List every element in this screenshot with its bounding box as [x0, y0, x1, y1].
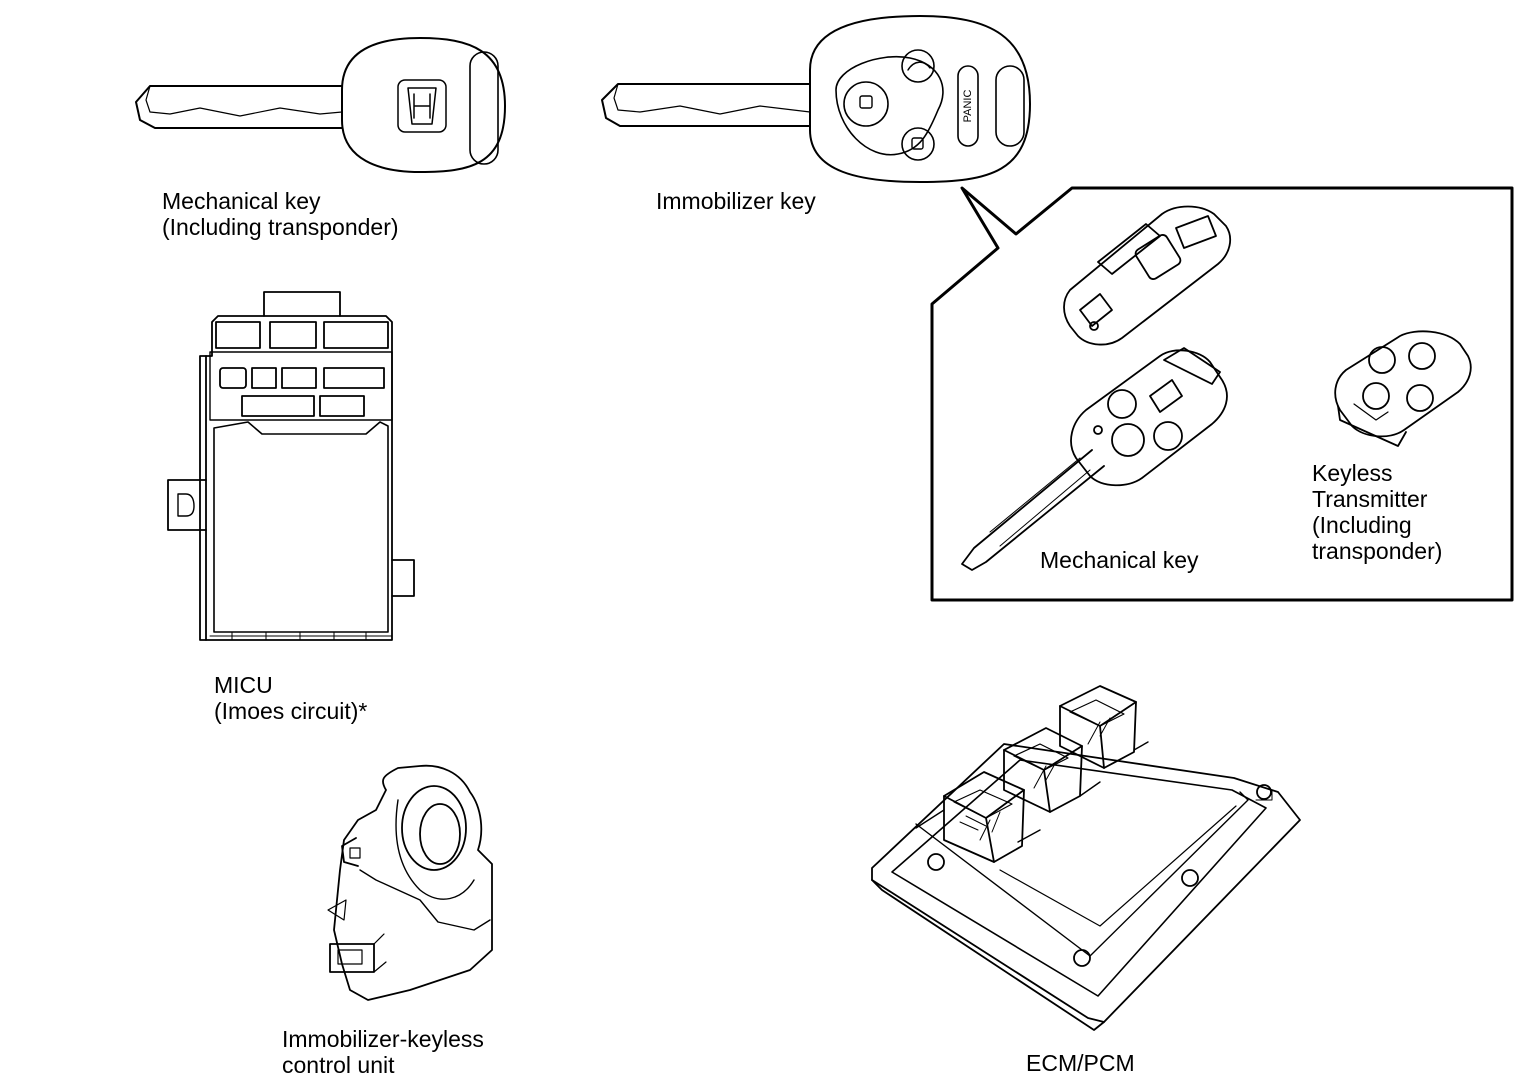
mechanical-key-blade: [136, 86, 342, 128]
ecm-pcm-label: ECM/PCM: [1026, 1050, 1135, 1076]
keyless-transmitter-label-line1: Keyless: [1312, 460, 1393, 486]
honda-logo-icon: [398, 80, 446, 132]
micu-illustration: [168, 292, 414, 640]
callout-honda-logo-icon: [1134, 233, 1183, 281]
immobilizer-key-head: [810, 16, 1030, 182]
callout-mechanical-key-label: Mechanical key: [1040, 547, 1199, 573]
callout-mechanical-key-illustration: [962, 348, 1227, 570]
panic-button-icon: [958, 66, 978, 146]
callout-box: [932, 188, 1512, 600]
ikcu-label-line2: control unit: [282, 1052, 395, 1078]
immobilizer-key-label: Immobilizer key: [656, 188, 816, 214]
mechanical-key-head: [342, 38, 505, 172]
keyless-transmitter-label-line2: Transmitter: [1312, 486, 1428, 512]
micu-label-line2: (Imoes circuit)*: [214, 698, 368, 724]
ecm-connector-2: [1004, 728, 1082, 812]
immobilizer-key-blade: [602, 84, 810, 126]
immobilizer-key-illustration: PANIC: [602, 16, 1030, 182]
callout-key-head-illustration: [1064, 207, 1230, 345]
micu-label-line1: MICU: [214, 672, 273, 698]
micu-cover: [214, 422, 388, 632]
key-cylinder-ring-icon: [402, 786, 466, 870]
panic-button-label: PANIC: [962, 90, 974, 123]
micu-mounting-tab: [168, 480, 206, 530]
ecm-housing-base: [872, 744, 1300, 1030]
keyless-transmitter-label-line3: (Including: [1312, 512, 1412, 538]
ecm-connector-1: [944, 772, 1024, 862]
lock-button-icon: [844, 82, 888, 126]
control-unit-connector: [330, 944, 374, 972]
immobilizer-keyless-control-unit-label: Immobilizer-keyless control unit: [282, 1026, 484, 1078]
ikcu-label-line1: Immobilizer-keyless: [282, 1026, 484, 1052]
trunk-button-icon: [902, 50, 934, 82]
keyless-transmitter-label: Keyless Transmitter (Including transpond…: [1312, 460, 1442, 564]
mechanical-key-label-line2: (Including transponder): [162, 214, 399, 240]
mechanical-key-illustration: [136, 38, 505, 172]
micu-label: MICU (Imoes circuit)*: [214, 672, 367, 724]
keyless-transmitter-illustration: [1335, 331, 1471, 446]
ecm-pcm-illustration: [872, 686, 1300, 1030]
mechanical-key-label: Mechanical key (Including transponder): [162, 188, 399, 240]
mechanical-key-label-line1: Mechanical key: [162, 188, 321, 214]
immobilizer-keyless-control-unit-illustration: [328, 766, 492, 1000]
unlock-button-icon: [902, 128, 934, 160]
keyless-transmitter-label-line4: transponder): [1312, 538, 1443, 564]
ecm-connector-3: [1060, 686, 1136, 768]
micu-body: [200, 316, 392, 640]
